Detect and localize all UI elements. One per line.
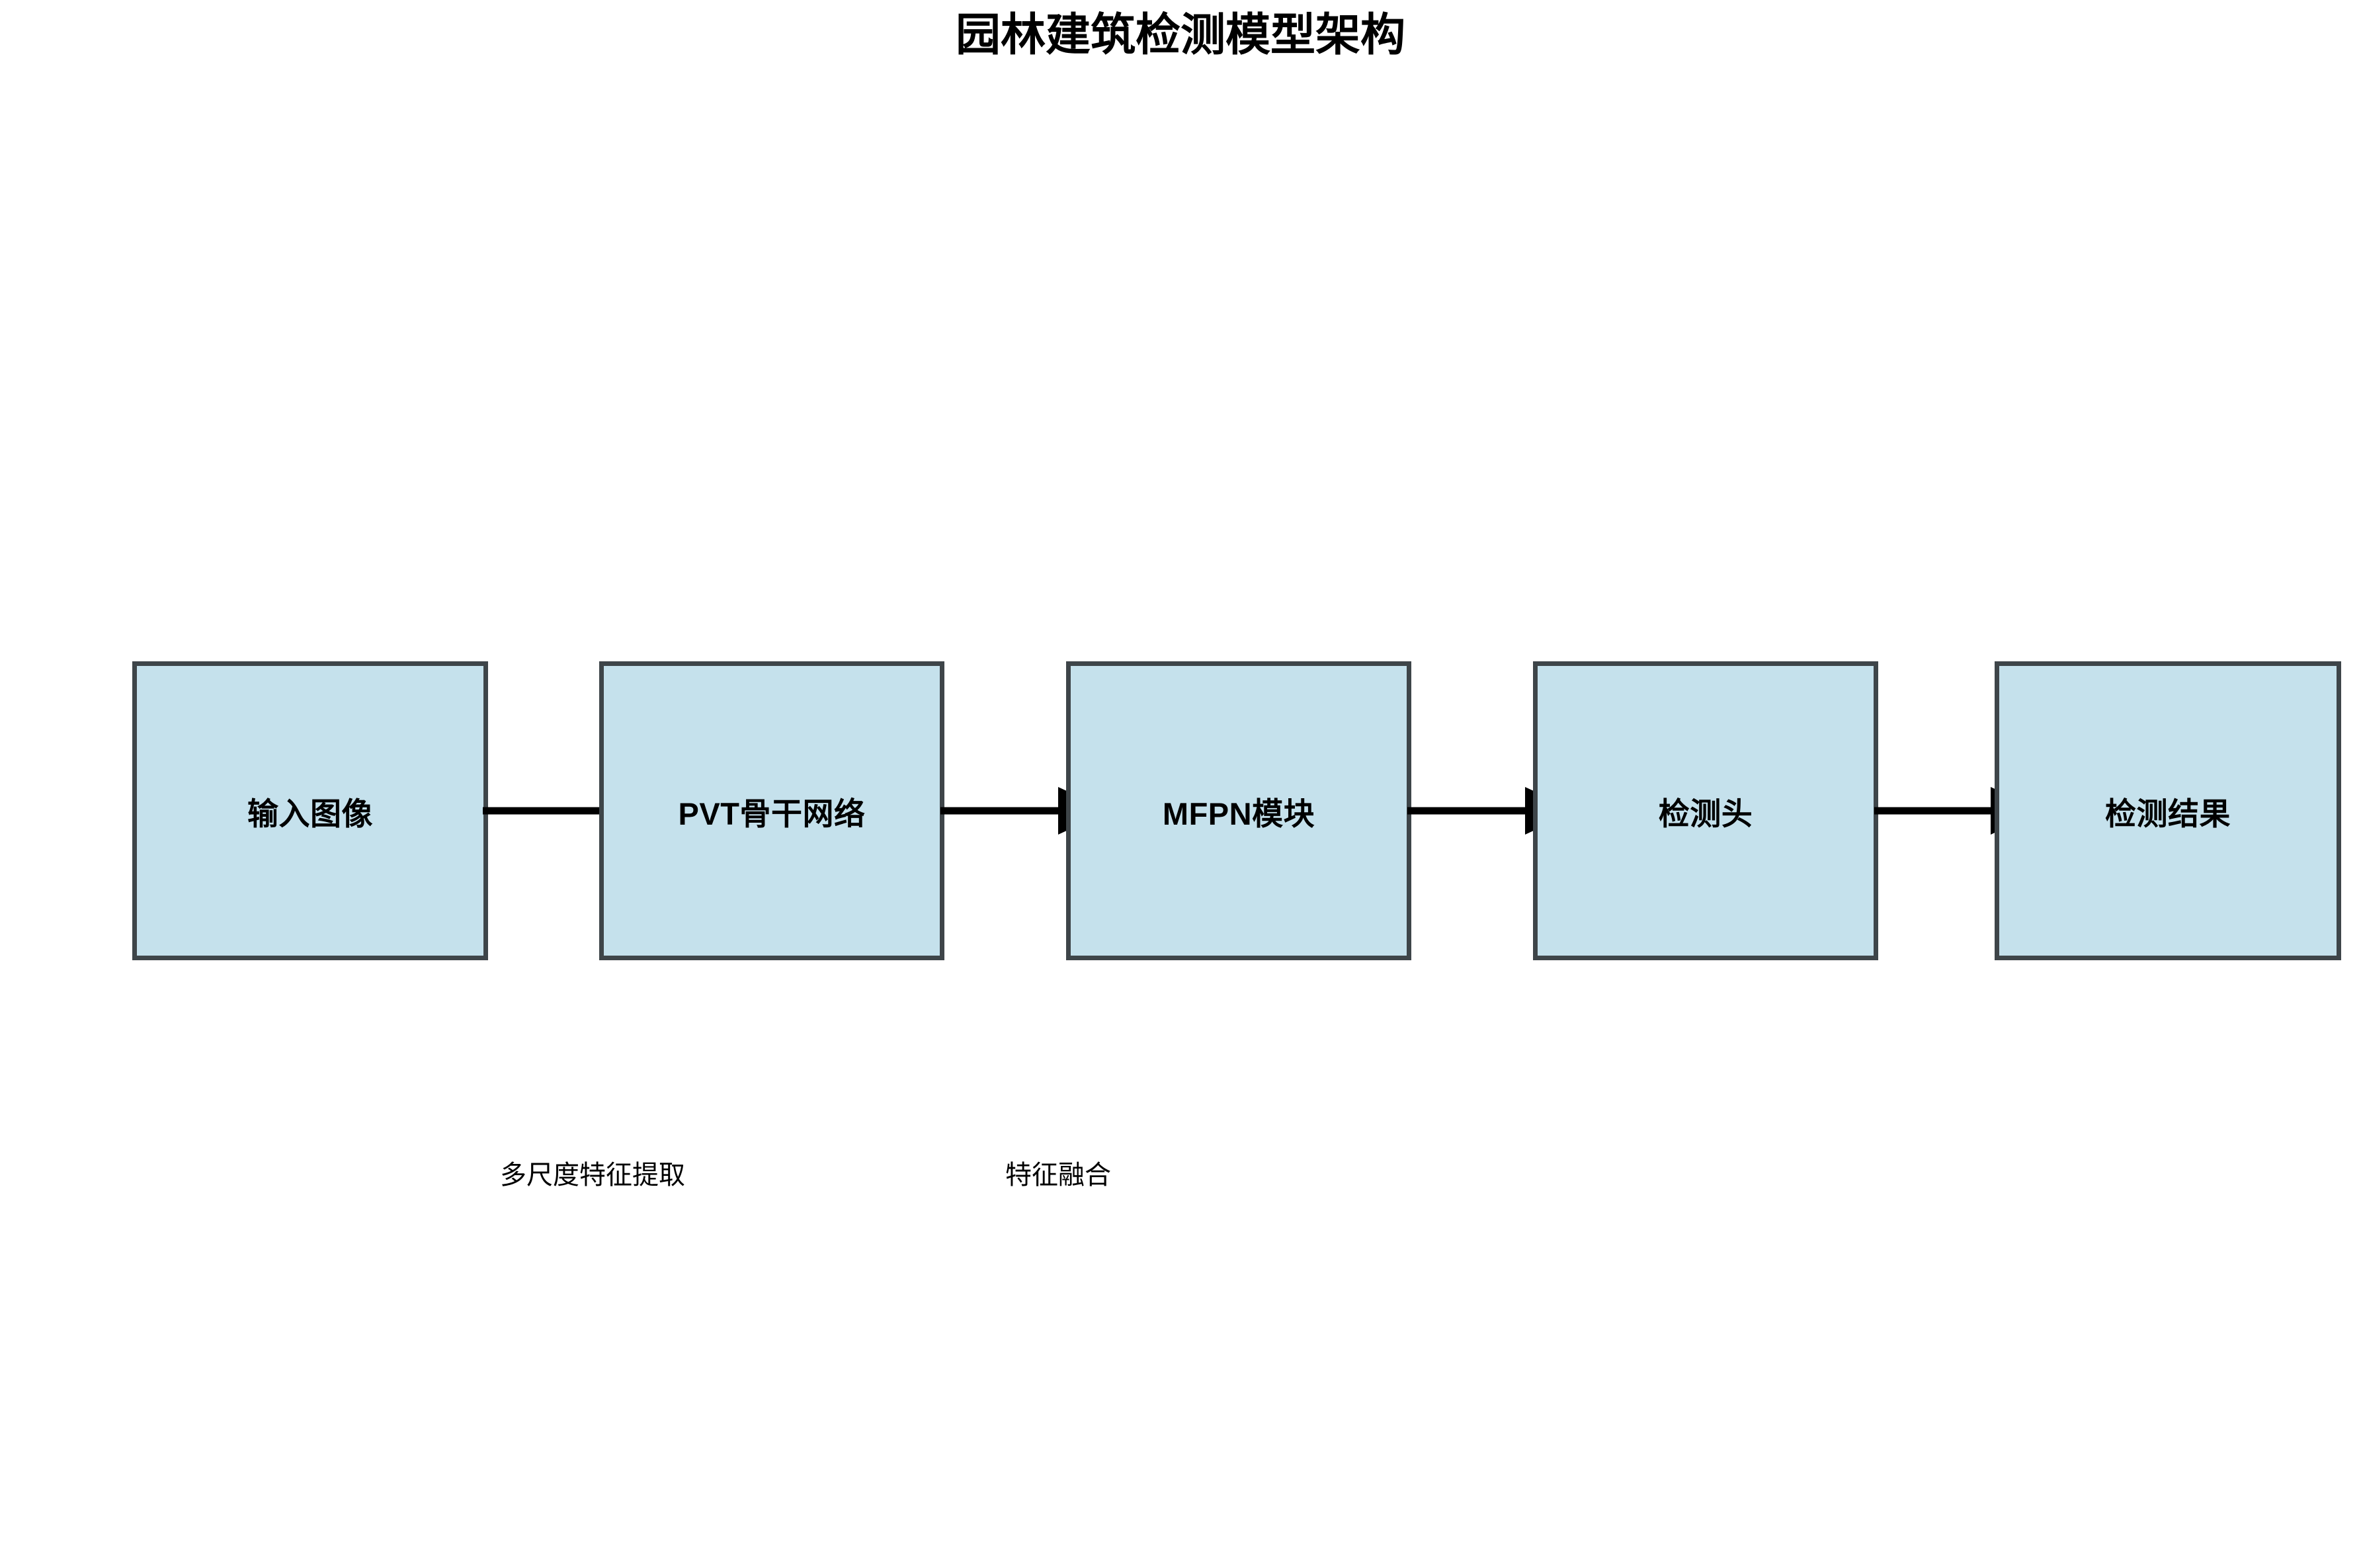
page-title: 园林建筑检测模型架构 [955,10,1405,60]
flow-node-detection-head[interactable]: 检测头 [1533,661,1878,960]
annotation-feature-fusion: 特征融合 [1005,1161,1111,1190]
flow-node-input-image[interactable]: 输入图像 [132,661,488,960]
flow-node-label: 输入图像 [247,796,373,831]
flow-node-label: MFPN模块 [1162,796,1315,831]
flow-node-label: 检测头 [1658,796,1753,831]
flow-node-detection-result[interactable]: 检测结果 [1995,661,2341,960]
flow-node-label: PVT骨干网络 [678,796,866,831]
annotation-multi-scale-feature-extraction: 多尺度特征提取 [500,1161,685,1190]
pipeline-flow: 输入图像 PVT骨干网络 MFPN模块 [0,661,2361,960]
flow-node-label: 检测结果 [2105,796,2231,831]
flow-node-mfpn-module[interactable]: MFPN模块 [1066,661,1411,960]
flow-node-pvt-backbone[interactable]: PVT骨干网络 [599,661,944,960]
